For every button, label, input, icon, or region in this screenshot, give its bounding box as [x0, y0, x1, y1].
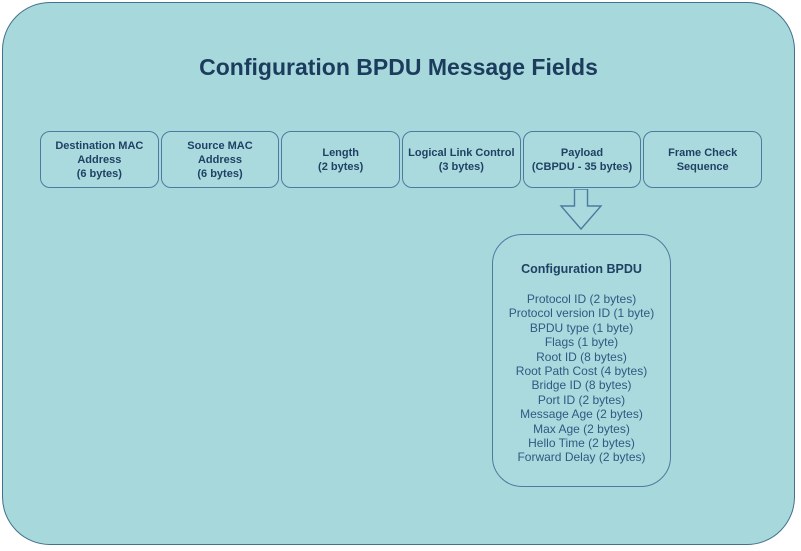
bpdu-field-item: Forward Delay (2 bytes) — [517, 450, 646, 465]
down-block-arrow-icon — [559, 189, 603, 231]
frame-field-label-line: Frame Check — [668, 146, 738, 159]
frame-field-label-line: (6 bytes) — [76, 167, 122, 180]
bpdu-panel-title: Configuration BPDU — [521, 262, 642, 276]
bpdu-field-item: Bridge ID (8 bytes) — [531, 378, 632, 393]
bpdu-panel: Configuration BPDU Protocol ID (2 bytes)… — [492, 234, 671, 487]
bpdu-field-item: BPDU type (1 byte) — [529, 320, 634, 335]
frame-field-label-line: Destination MAC — [55, 139, 144, 152]
bpdu-field-item: Hello Time (2 bytes) — [528, 436, 635, 451]
frame-field-label-line: Length — [322, 146, 360, 159]
bpdu-field-item: Port ID (2 bytes) — [537, 392, 626, 407]
frame-field-label-line: (6 bytes) — [197, 167, 243, 180]
diagram-title: Configuration BPDU Message Fields — [199, 54, 598, 80]
frame-field-label-line: Payload — [560, 146, 604, 159]
bpdu-field-item: Flags (1 byte) — [544, 335, 619, 350]
bpdu-field-item: Message Age (2 bytes) — [520, 407, 643, 422]
bpdu-field-list: Protocol ID (2 bytes)Protocol version ID… — [493, 292, 670, 465]
frame-field-label-line: Source MAC — [187, 139, 253, 152]
frame-field-label-line: (3 bytes) — [438, 160, 484, 173]
frame-field-label-line: Sequence — [676, 160, 729, 173]
bpdu-field-item: Max Age (2 bytes) — [533, 421, 630, 436]
frame-field-box: Length(2 bytes) — [281, 131, 401, 188]
frame-field-label-line: (2 bytes) — [318, 160, 364, 173]
frame-field-label-line: Logical Link Control — [408, 146, 515, 159]
diagram-surface: Configuration BPDU Message Fields Destin… — [2, 2, 795, 545]
frame-field-label-line: (CBPDU - 35 bytes) — [531, 160, 633, 173]
bpdu-field-item: Root Path Cost (4 bytes) — [515, 364, 648, 379]
frame-field-box: Logical Link Control(3 bytes) — [402, 131, 521, 188]
frame-field-box: Payload(CBPDU - 35 bytes) — [522, 131, 642, 188]
frame-field-label-line: Address — [197, 153, 243, 166]
bpdu-field-item: Protocol ID (2 bytes) — [526, 292, 637, 306]
bpdu-field-item: Root ID (8 bytes) — [536, 349, 627, 364]
frame-field-label-line: Address — [77, 153, 122, 166]
bpdu-field-item: Protocol version ID (1 byte) — [508, 306, 655, 321]
